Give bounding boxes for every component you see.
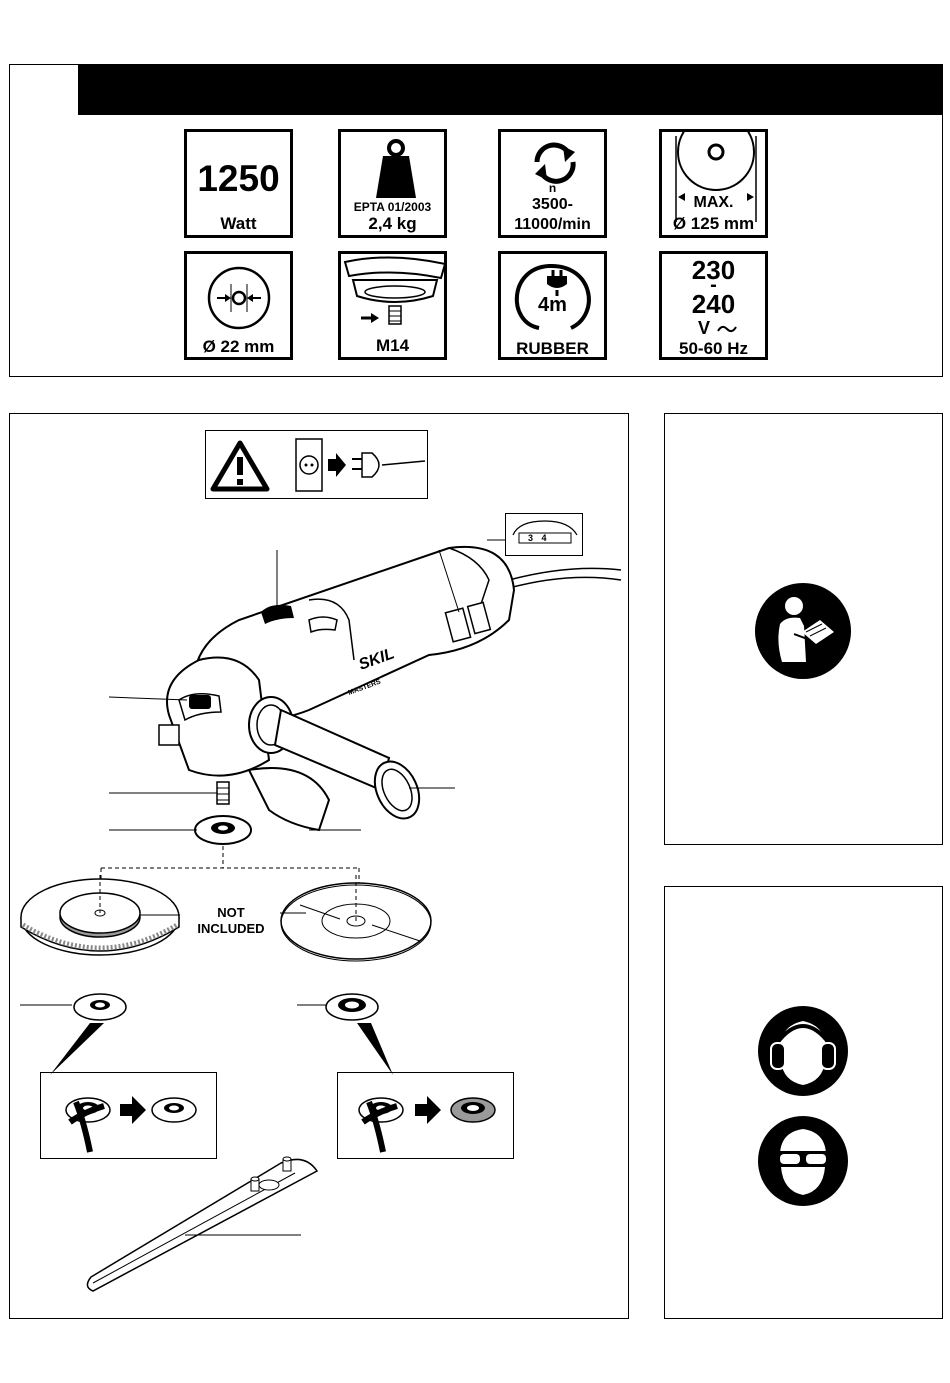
disc-diameter: Ø 125 mm <box>662 214 765 234</box>
unplug-icon <box>290 435 420 495</box>
spec-disc: MAX. Ø 125 mm <box>659 129 768 238</box>
spindle-thread: M14 <box>341 336 444 356</box>
not-included-label: NOT INCLUDED <box>186 905 276 937</box>
grinding-disc-icon <box>20 875 190 965</box>
voltage-high: 240 <box>662 289 765 320</box>
spec-weight: EPTA 01/2003 2,4 kg <box>338 129 447 238</box>
power-value: 1250 <box>187 158 290 200</box>
spec-power: 1250 Watt <box>184 129 293 238</box>
ac-wave-icon <box>717 324 737 334</box>
header-bar <box>78 64 943 115</box>
not-included-line1: NOT <box>186 905 276 921</box>
voltage-unit: V <box>698 318 710 338</box>
angle-grinder-illustration: SKIL MASTERS <box>9 500 629 920</box>
power-unit: Watt <box>187 214 290 234</box>
speed-line2: 11000/min <box>501 216 604 234</box>
spec-voltage: 230 - 240 V 50-60 Hz <box>659 251 768 360</box>
eye-protection-icon <box>757 1115 849 1207</box>
cutting-disc-icon <box>280 875 440 965</box>
cable-length: 4m <box>501 294 604 317</box>
protection-panel <box>664 886 943 1319</box>
disc-max-label: MAX. <box>662 194 765 212</box>
pin-spanner-icon <box>85 1155 335 1295</box>
weight-standard: EPTA 01/2003 <box>341 200 444 214</box>
spec-spindle: M14 <box>338 251 447 360</box>
spec-bore: Ø 22 mm <box>184 251 293 360</box>
flange-swap-right-icon <box>337 1072 514 1159</box>
cable-type: RUBBER <box>501 339 604 359</box>
spec-cable: 4m RUBBER <box>498 251 607 360</box>
read-manual-icon <box>754 582 852 680</box>
flange-swap-left-icon <box>40 1072 217 1159</box>
weight-value: 2,4 kg <box>341 214 444 234</box>
warning-triangle-icon <box>210 440 270 492</box>
not-included-line2: INCLUDED <box>186 921 276 937</box>
voltage-frequency: 50-60 Hz <box>662 339 765 359</box>
bore-diameter: Ø 22 mm <box>187 337 290 357</box>
speed-line1: 3500- <box>501 196 604 214</box>
speed-symbol: n <box>501 181 604 195</box>
voltage-ac: V <box>698 318 735 339</box>
spec-speed: n 3500- 11000/min <box>498 129 607 238</box>
ear-protection-icon <box>757 1005 849 1097</box>
